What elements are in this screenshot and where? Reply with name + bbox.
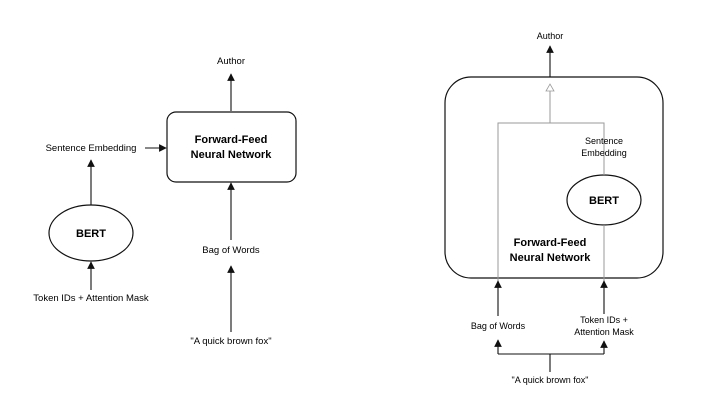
right-inner-arrowhead (545, 83, 555, 92)
right-token-input-line1: Token IDs + (580, 315, 628, 325)
left-sentence-embedding-label: Sentence Embedding (46, 143, 137, 154)
right-token-input-line2: Attention Mask (574, 327, 634, 337)
right-sentence-embedding-line2: Embedding (581, 148, 627, 158)
right-bag-of-words-label: Bag of Words (471, 321, 526, 331)
right-sentence-embedding-line1: Sentence (585, 136, 623, 146)
left-ffnn-label-line1: Forward-Feed (195, 134, 268, 146)
left-input-text: "A quick brown fox" (190, 336, 271, 347)
right-ffnn-container (444, 76, 664, 279)
right-ffnn-label-line2: Neural Network (510, 252, 592, 264)
left-ffnn-box (166, 111, 297, 183)
left-token-input-label: Token IDs + Attention Mask (33, 293, 149, 304)
left-author-label: Author (217, 56, 245, 67)
right-bert-label: BERT (589, 195, 619, 207)
left-diagram: BERT Token IDs + Attention Mask Sentence… (33, 56, 297, 347)
right-diagram: Author Sentence Embedding BERT Forward-F… (444, 31, 664, 385)
right-input-text: "A quick brown fox" (512, 375, 589, 385)
left-bert-label: BERT (76, 228, 106, 240)
left-bag-of-words-label: Bag of Words (202, 245, 260, 256)
left-ffnn-label-line2: Neural Network (191, 149, 273, 161)
right-ffnn-label-line1: Forward-Feed (514, 237, 587, 249)
right-author-label: Author (537, 31, 564, 41)
